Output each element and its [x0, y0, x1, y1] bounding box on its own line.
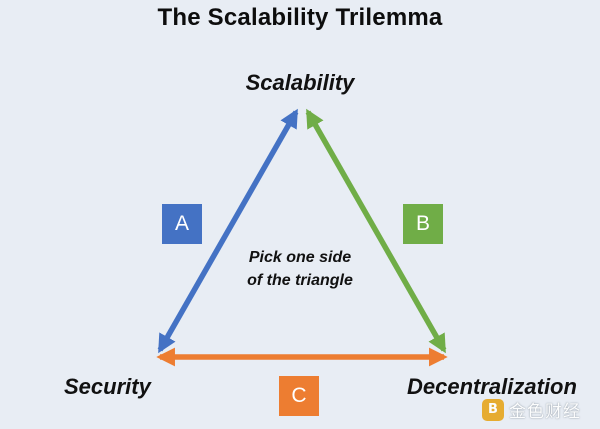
- side-label-c: C: [279, 376, 319, 416]
- arrow-b: [305, 108, 447, 354]
- watermark: B 金色财经: [482, 397, 581, 422]
- vertex-decentralization: Decentralization: [407, 374, 577, 399]
- center-instruction: Pick one side of the triangle: [225, 246, 375, 292]
- center-text-line-2: of the triangle: [247, 272, 353, 289]
- watermark-text: 金色财经: [509, 402, 581, 422]
- diagram-title: The Scalability Trilemma: [157, 4, 443, 31]
- arrow-a: [157, 108, 299, 354]
- watermark-logo-icon: B: [482, 398, 504, 421]
- vertex-scalability: Scalability: [245, 70, 355, 95]
- side-label-a: A: [162, 204, 202, 244]
- vertex-security: Security: [64, 374, 151, 399]
- side-label-b: B: [403, 204, 443, 244]
- center-text-line-1: Pick one side: [248, 249, 352, 266]
